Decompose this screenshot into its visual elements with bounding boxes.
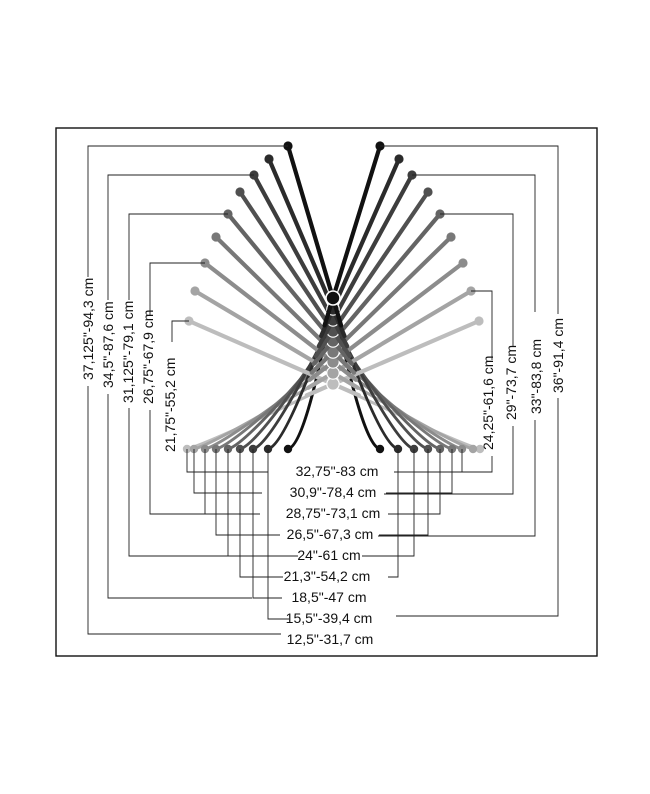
bottom-label-4: 26,5"-67,3 cm — [287, 526, 374, 542]
foot-leader-10 — [362, 449, 415, 557]
right-leader-4 — [380, 145, 559, 314]
foot-leader-12 — [388, 449, 441, 515]
right-tip-dot — [423, 187, 433, 197]
left-label-3: 31,125"-79,1 cm — [120, 301, 136, 403]
right-leader-1 — [471, 290, 493, 360]
bottom-label-1: 32,75"-83 cm — [296, 463, 379, 479]
left-label-1: 37,125"-94,3 cm — [80, 278, 96, 380]
right-leader-4-bottom — [396, 398, 559, 617]
left-leader-2-bottom — [107, 394, 252, 599]
rod-group — [184, 141, 484, 398]
left-leader-4 — [149, 262, 205, 316]
bottom-label-8: 15,5"-39,4 cm — [286, 610, 373, 626]
bottom-label-2: 30,9"-78,4 cm — [290, 484, 377, 500]
left-leader-3 — [128, 213, 228, 300]
bottom-label-5: 24"-61 cm — [297, 547, 360, 563]
bottom-label-6: 21,3"-54,2 cm — [284, 568, 371, 584]
right-tip-dot — [458, 258, 468, 268]
outer-frame — [55, 127, 598, 657]
left-tip-dot — [190, 286, 200, 296]
right-label-1: 24,25"-61,6 cm — [480, 356, 496, 450]
left-label-4: 26,75"-67,9 cm — [140, 310, 156, 404]
foot-leader-8 — [267, 449, 289, 620]
left-leader-5 — [171, 320, 189, 342]
right-leader-3 — [412, 174, 536, 312]
right-foot-dot — [475, 444, 485, 454]
left-label-2: 34,5"-87,6 cm — [100, 301, 116, 388]
foot-leader-11 — [379, 449, 429, 536]
foot-leader-7 — [252, 449, 282, 599]
bottom-label-7: 18,5"-47 cm — [291, 589, 366, 605]
top-pivot-joint — [325, 290, 341, 306]
foot-leader-6 — [239, 449, 283, 578]
right-leader-2-bottom — [384, 426, 514, 495]
bottom-label-3: 28,75"-73,1 cm — [286, 505, 380, 521]
right-leader-3-bottom — [378, 420, 536, 537]
right-foot-dot — [375, 444, 385, 454]
bottom-label-9: 12,5"-31,7 cm — [287, 631, 374, 647]
foot-leader-14 — [394, 449, 463, 473]
foot-leader-1 — [186, 449, 268, 473]
left-foot-dot — [283, 444, 293, 454]
foot-leader-2 — [193, 449, 262, 494]
right-tip-dot — [394, 154, 404, 164]
right-leader-1-right — [408, 456, 493, 473]
foot-leader-13 — [386, 449, 453, 494]
left-label-5: 21,75"-55,2 cm — [162, 358, 178, 452]
left-leader-1-bottom — [87, 386, 281, 635]
foot-leader-4 — [215, 449, 280, 536]
left-tip-dot — [264, 154, 274, 164]
right-label-3: 33"-83,8 cm — [528, 339, 544, 414]
foot-leader-5 — [227, 449, 298, 557]
right-tip-dot — [446, 232, 456, 242]
right-tip-dot — [474, 316, 484, 326]
foot-leader-9 — [388, 449, 399, 578]
left-tip-dot — [211, 232, 221, 242]
right-label-2: 29"-73,7 cm — [503, 345, 519, 420]
leader-lines — [87, 145, 559, 635]
right-leader-2 — [440, 213, 514, 346]
right-foot-dot — [468, 444, 478, 454]
left-leader-2 — [107, 174, 254, 300]
left-leader-1 — [87, 145, 288, 277]
right-label-4: 36"-91,4 cm — [550, 318, 566, 393]
foot-leader-3 — [204, 449, 260, 515]
left-tip-dot — [235, 187, 245, 197]
